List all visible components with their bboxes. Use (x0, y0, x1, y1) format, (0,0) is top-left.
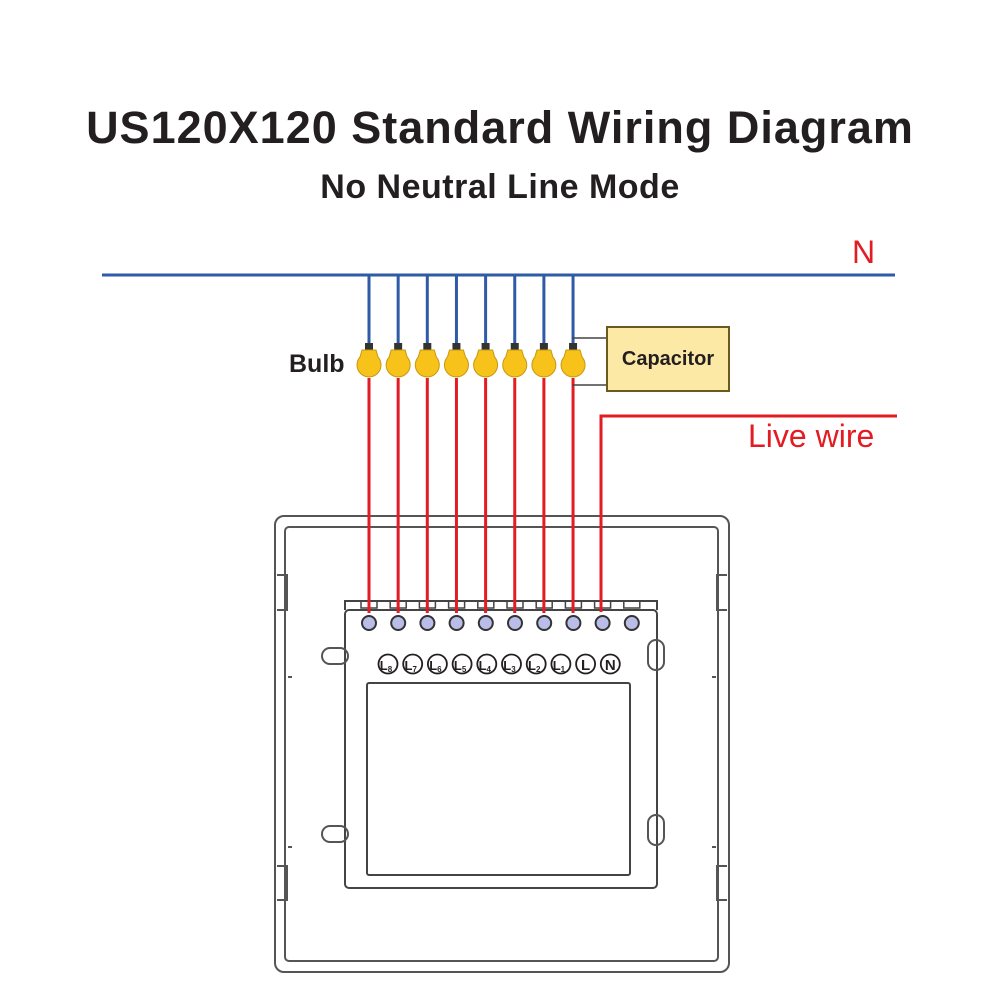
terminal-label-text: N (605, 657, 616, 674)
bulb-glass (385, 349, 411, 378)
bulb-cap (481, 343, 490, 350)
terminal-screw (535, 600, 553, 631)
terminal-label: L4 (476, 653, 498, 675)
switch-back-plate (274, 515, 730, 973)
bulb-cap (452, 343, 461, 350)
terminal-label: L (575, 653, 596, 675)
terminal-screw-head (594, 615, 611, 631)
live-wire-label: Live wire (748, 418, 875, 454)
terminal-screw-head (623, 615, 640, 631)
mounting-slots (321, 639, 665, 846)
bulb-cap (423, 343, 432, 350)
terminal-label-ring (377, 653, 399, 675)
terminal-label-subscript: 3 (511, 665, 516, 674)
terminal-label: L3 (501, 653, 522, 675)
terminal-label-ring (599, 653, 621, 675)
diagram-subtitle: No Neutral Line Mode (320, 168, 680, 206)
terminal-label-ring (501, 653, 522, 675)
bulb-glass (473, 349, 499, 378)
neutral-drops (367, 275, 575, 347)
bulb-glass (531, 349, 557, 378)
terminal-label-subscript: 7 (412, 665, 417, 674)
bulb-icon (502, 343, 528, 378)
bulb-glass (560, 349, 586, 378)
terminal-label-ring (402, 653, 424, 675)
terminal-label: L7 (402, 653, 424, 675)
terminal-label-ring (451, 653, 473, 675)
bulb-icon (531, 343, 557, 378)
bulb-icon (443, 343, 469, 378)
bulb-icon (356, 343, 382, 378)
terminal-label-text: L (581, 657, 590, 674)
terminal-label: N (599, 653, 621, 675)
terminal-screw-head (565, 615, 582, 631)
bulb-cap (569, 343, 578, 350)
capacitor-label: Capacitor (621, 347, 715, 370)
terminal-label-subscript: 2 (536, 665, 541, 674)
terminal-label-ring (525, 653, 547, 675)
terminal-screw-head (419, 615, 436, 631)
terminal-label: L1 (550, 653, 572, 675)
terminal-label: L2 (525, 653, 547, 675)
terminal-label-ring (426, 653, 448, 675)
capacitor-box: Capacitor (606, 326, 730, 392)
bulb-glass (502, 349, 528, 378)
bulb-cap (365, 343, 373, 350)
terminal-label-subscript: 6 (437, 665, 442, 674)
terminal-label-ring (550, 653, 572, 675)
terminal-screw (447, 600, 466, 631)
terminal-label-subscript: 8 (388, 665, 393, 674)
terminal-screw-head (536, 615, 553, 631)
terminal-slot (623, 600, 641, 609)
terminal-label-subscript: 5 (462, 665, 467, 674)
terminal-label: L5 (451, 653, 473, 675)
bulb-cap (394, 343, 403, 350)
bulb-glass (356, 349, 382, 378)
terminal-screw-head (507, 615, 523, 631)
terminal-label: L8 (377, 653, 399, 675)
terminal-screw (623, 600, 641, 631)
terminal-screw (564, 600, 583, 631)
diagram-title: US120X120 Standard Wiring Diagram (86, 102, 914, 153)
bulb-glass (414, 349, 440, 378)
bulbs (356, 343, 586, 378)
live-drops (367, 378, 575, 613)
capacitor-leads (572, 337, 606, 386)
bulb-icon (385, 343, 411, 378)
terminal-label-subscript: 4 (487, 665, 492, 674)
bulb-icon (414, 343, 440, 378)
bulb-cap (539, 343, 548, 350)
terminal-screw-head (390, 615, 407, 631)
terminal-screws (360, 600, 641, 631)
bulb-glass (443, 349, 469, 378)
terminal-screw (506, 600, 524, 631)
bulb-cap (510, 343, 519, 350)
neutral-label: N (852, 234, 876, 270)
terminal-label-subscript: 1 (561, 665, 566, 674)
terminal-screw-head (477, 615, 494, 631)
bulb-icon (560, 343, 586, 378)
terminal-label-ring (575, 653, 596, 675)
bulb-icon (473, 343, 499, 378)
live-wire (599, 414, 897, 612)
terminal-screw-head (448, 615, 465, 631)
terminal-screw (593, 600, 612, 631)
terminal-slot (593, 600, 612, 609)
terminal-label-ring (476, 653, 498, 675)
bulb-label: Bulb (289, 350, 345, 378)
terminal-label: L6 (426, 653, 448, 675)
terminal-screw-head (361, 615, 377, 631)
terminal-module (344, 600, 658, 889)
